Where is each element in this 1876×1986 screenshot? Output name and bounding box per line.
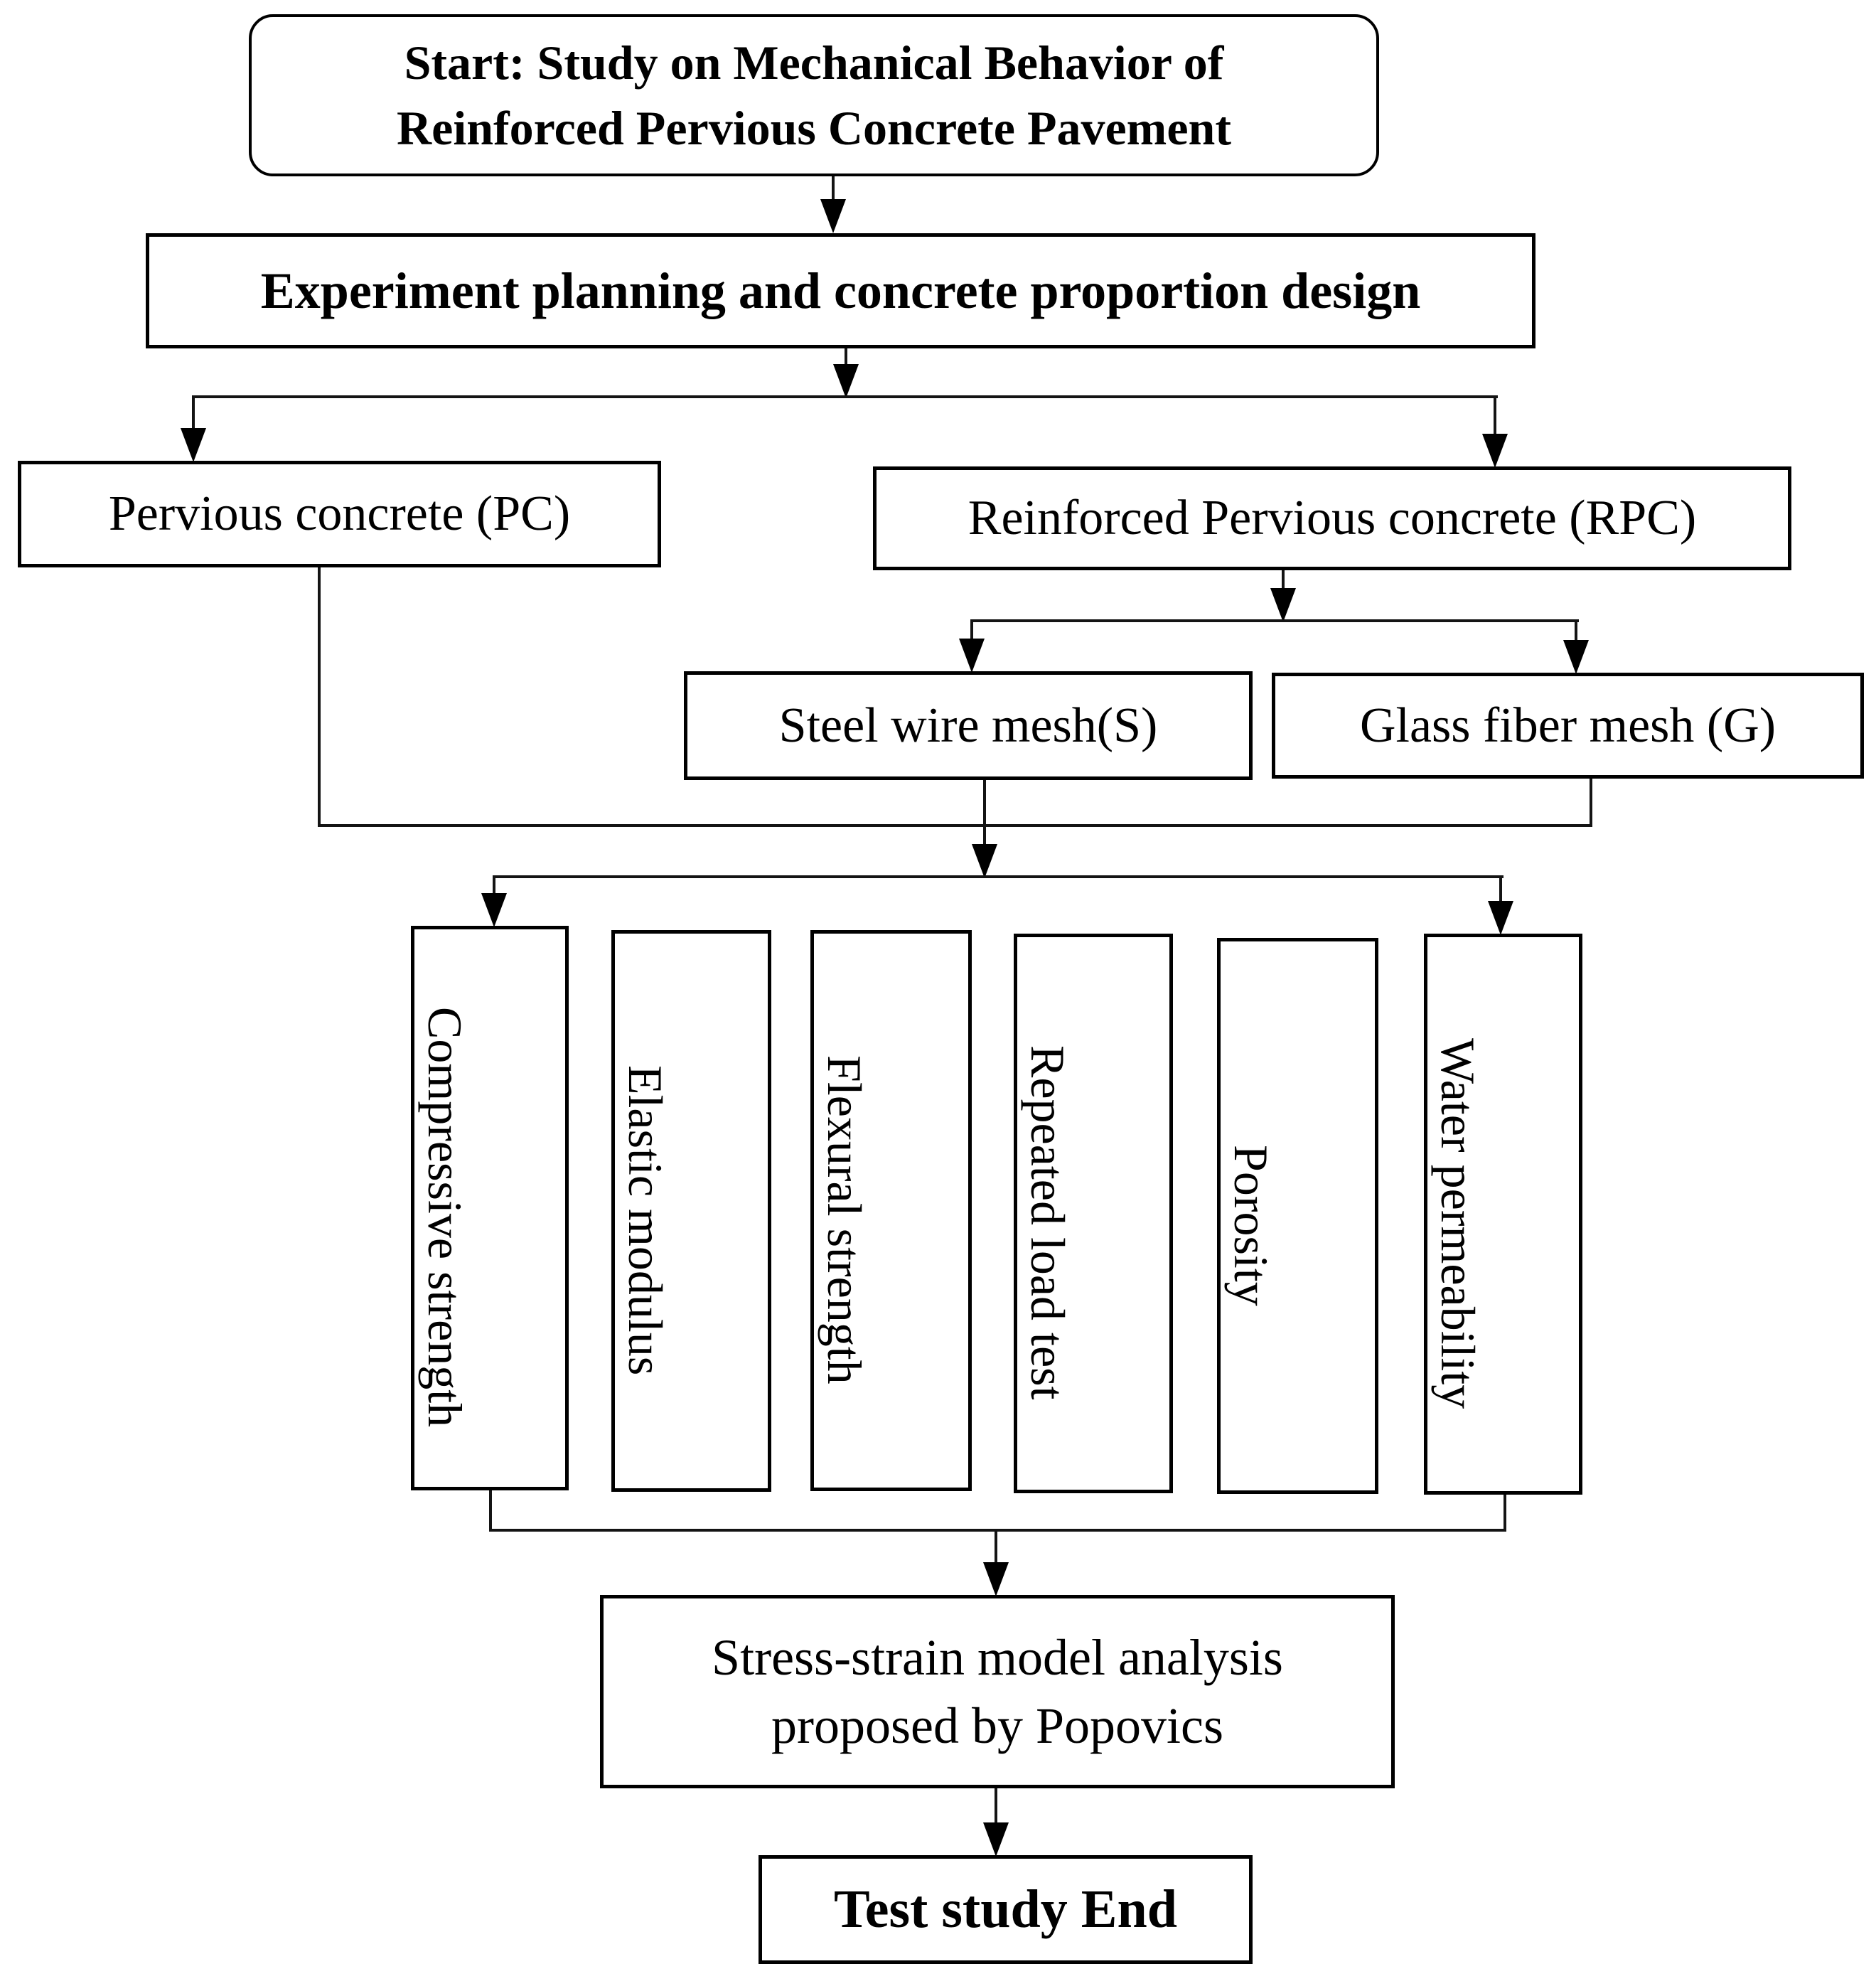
- node-glass-fiber-mesh: Glass fiber mesh (G): [1272, 673, 1864, 779]
- arrowhead-model-to-end: [983, 1822, 1009, 1857]
- branch-line-pc-rpc: [192, 395, 1498, 398]
- arrowhead-branch-to-rpc: [1482, 434, 1508, 468]
- node-stress-strain-model-line-2: proposed by Popovics: [771, 1697, 1223, 1754]
- connector-start-to-experiment: [832, 176, 835, 212]
- node-test-elastic-modulus: Elastic modulus: [611, 930, 771, 1492]
- node-pervious-concrete: Pervious concrete (PC): [18, 461, 661, 567]
- arrowhead-converge3-to-model: [983, 1562, 1009, 1596]
- arrowhead-rpc-to-branch: [1270, 588, 1296, 622]
- node-test-repeated-load-test: Repeated load test: [1014, 934, 1173, 1493]
- connector-model-to-end: [995, 1788, 997, 1832]
- converge-line-1: [318, 824, 1592, 827]
- node-test-flexural-strength-label: Flexural strength: [818, 1055, 872, 1384]
- node-reinforced-pervious-concrete-label: Reinforced Pervious concrete (RPC): [968, 491, 1697, 546]
- node-end-label: Test study End: [834, 1879, 1177, 1939]
- node-steel-wire-mesh: Steel wire mesh(S): [684, 671, 1253, 780]
- arrowhead-branch-to-steel: [959, 639, 985, 673]
- node-test-porosity-label: Porosity: [1224, 1144, 1278, 1306]
- node-steel-wire-mesh-label: Steel wire mesh(S): [778, 698, 1158, 753]
- arrowhead-branch-to-glass: [1563, 640, 1589, 674]
- node-test-repeated-load-test-label: Repeated load test: [1021, 1045, 1075, 1400]
- node-test-flexural-strength: Flexural strength: [810, 930, 972, 1491]
- arrowhead-converge1-to-converge2: [972, 844, 997, 878]
- arrowhead-branch-to-pc: [181, 428, 206, 462]
- connector-steel-drop: [983, 780, 986, 827]
- node-pervious-concrete-label: Pervious concrete (PC): [108, 486, 571, 542]
- node-test-porosity: Porosity: [1217, 938, 1378, 1494]
- node-stress-strain-model: Stress-strain model analysis proposed by…: [600, 1595, 1395, 1788]
- node-test-compressive-strength: Compressive strength: [411, 926, 569, 1490]
- arrowhead-converge2-to-test6: [1488, 901, 1513, 935]
- node-start: Start: Study on Mechanical Behavior of R…: [249, 14, 1379, 176]
- connector-converge2-to-test6: [1499, 875, 1502, 911]
- arrowhead-start-to-experiment: [820, 199, 846, 233]
- node-experiment-planning-label: Experiment planning and concrete proport…: [260, 262, 1421, 319]
- connector-test6-drop: [1504, 1495, 1506, 1532]
- node-test-elastic-modulus-label: Elastic modulus: [618, 1064, 672, 1376]
- node-test-compressive-strength-label: Compressive strength: [418, 1007, 472, 1428]
- connector-pc-drop: [318, 567, 321, 827]
- connector-branch-to-glass: [1575, 619, 1577, 651]
- node-start-line-2: Reinforced Pervious Concrete Pavement: [397, 101, 1231, 155]
- connector-experiment-to-branch: [845, 348, 847, 377]
- connector-branch-to-steel: [970, 619, 973, 649]
- node-start-line-1: Start: Study on Mechanical Behavior of: [404, 36, 1224, 90]
- node-end: Test study End: [759, 1855, 1253, 1964]
- arrowhead-experiment-to-branch: [833, 364, 859, 398]
- node-experiment-planning: Experiment planning and concrete proport…: [146, 233, 1535, 348]
- node-stress-strain-model-line-1: Stress-strain model analysis: [712, 1629, 1283, 1686]
- node-test-water-permeability-label: Water permeability: [1431, 1037, 1485, 1409]
- converge-line-3: [489, 1529, 1506, 1532]
- arrowhead-converge2-to-test1: [481, 893, 507, 927]
- connector-branch-to-rpc: [1494, 395, 1496, 439]
- connector-branch-to-pc: [192, 395, 195, 434]
- node-reinforced-pervious-concrete: Reinforced Pervious concrete (RPC): [873, 466, 1791, 570]
- converge-line-2: [493, 875, 1504, 878]
- node-test-water-permeability: Water permeability: [1424, 934, 1582, 1495]
- branch-line-mesh: [970, 619, 1579, 622]
- connector-test1-drop: [489, 1490, 492, 1532]
- connector-rpc-to-branch: [1282, 570, 1285, 599]
- connector-converge3-to-model: [995, 1529, 997, 1571]
- connector-glass-drop: [1590, 779, 1592, 827]
- node-glass-fiber-mesh-label: Glass fiber mesh (G): [1359, 698, 1776, 753]
- connector-converge2-to-test1: [493, 875, 495, 904]
- connector-converge1-to-converge2: [983, 824, 986, 853]
